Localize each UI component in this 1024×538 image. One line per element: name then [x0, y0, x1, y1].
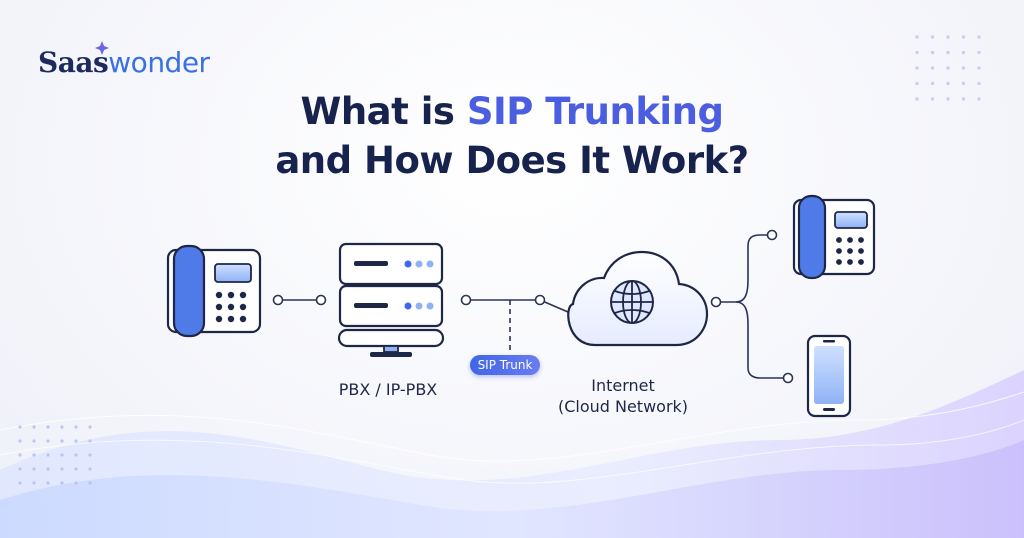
decorative-dot: [60, 425, 64, 429]
cloud-label-line-2: (Cloud Network): [557, 396, 689, 416]
page-title: What is SIP Trunking and How Does It Wor…: [0, 88, 1024, 186]
decorative-dot: [32, 439, 36, 443]
decorative-dot: [930, 66, 935, 70]
decorative-dot: [915, 50, 919, 55]
background-waves: [0, 370, 1024, 538]
decorative-dot: [46, 453, 50, 457]
smartphone-icon: [806, 334, 852, 418]
decorative-dot: [60, 453, 64, 457]
cloud-label-line-1: Internet: [591, 376, 655, 395]
decorative-dot: [930, 50, 935, 55]
decorative-dot: [915, 81, 919, 86]
desk-phone-icon: [792, 194, 876, 280]
decorative-dot: [88, 425, 92, 429]
sip-trunk-badge: SIP Trunk: [470, 355, 540, 375]
decorative-dot: [946, 35, 950, 39]
title-highlight: SIP Trunking: [466, 90, 724, 133]
decorative-dot: [60, 467, 64, 471]
decorative-dot: [946, 50, 950, 55]
brand-name-part1: Saas: [38, 46, 109, 79]
decorative-dot: [46, 481, 50, 485]
decorative-dot: [32, 481, 36, 485]
decorative-dot: [74, 425, 78, 429]
decorative-dot: [60, 439, 64, 443]
decorative-dot: [46, 467, 50, 471]
pbx-label: PBX / IP-PBX: [338, 380, 438, 399]
decorative-dot: [946, 81, 950, 86]
decorative-dot: [74, 439, 78, 443]
decorative-dot: [977, 81, 981, 86]
title-prefix: What is: [300, 90, 467, 133]
connection-lines: [282, 234, 786, 379]
decorative-dot: [18, 467, 22, 471]
decorative-dots-top-right: [915, 35, 981, 101]
cloud-label: Internet (Cloud Network): [548, 376, 698, 418]
decorative-dot: [46, 425, 50, 429]
decorative-dot: [961, 66, 966, 70]
decorative-dot: [977, 66, 981, 70]
sparkle-icon: [95, 41, 109, 55]
decorative-dot: [961, 81, 966, 86]
decorative-dot: [930, 97, 935, 101]
decorative-dots-bottom-left: [18, 425, 92, 485]
decorative-dot: [74, 453, 78, 457]
decorative-dot: [46, 439, 50, 443]
decorative-dot: [946, 66, 950, 70]
decorative-dot: [18, 453, 22, 457]
decorative-dot: [961, 97, 966, 101]
cloud-globe-icon: [567, 250, 709, 347]
decorative-dot: [977, 50, 981, 55]
decorative-dot: [60, 481, 64, 485]
decorative-dot: [930, 81, 935, 86]
decorative-dot: [915, 97, 919, 101]
decorative-dot: [977, 97, 981, 101]
decorative-dot: [88, 481, 92, 485]
decorative-dot: [915, 66, 919, 70]
decorative-dot: [915, 35, 919, 39]
server-icon: [337, 242, 445, 357]
decorative-dot: [32, 453, 36, 457]
decorative-dot: [18, 425, 22, 429]
decorative-dot: [32, 467, 36, 471]
decorative-dot: [977, 35, 981, 39]
decorative-dot: [74, 481, 78, 485]
decorative-dot: [961, 50, 966, 55]
brand-logo: Saaswonder: [38, 46, 210, 79]
decorative-dot: [961, 35, 966, 39]
decorative-dot: [88, 439, 92, 443]
decorative-dot: [88, 467, 92, 471]
decorative-dot: [946, 97, 950, 101]
decorative-dot: [18, 439, 22, 443]
connection-nodes: [272, 229, 794, 384]
decorative-dot: [74, 467, 78, 471]
decorative-dot: [930, 35, 935, 39]
decorative-dot: [18, 481, 22, 485]
desk-phone-icon: [166, 244, 262, 338]
title-line-1: What is SIP Trunking: [0, 88, 1024, 137]
decorative-dot: [88, 453, 92, 457]
brand-name-part2: wonder: [108, 46, 210, 79]
title-line-2: and How Does It Work?: [275, 138, 749, 182]
decorative-dot: [32, 425, 36, 429]
